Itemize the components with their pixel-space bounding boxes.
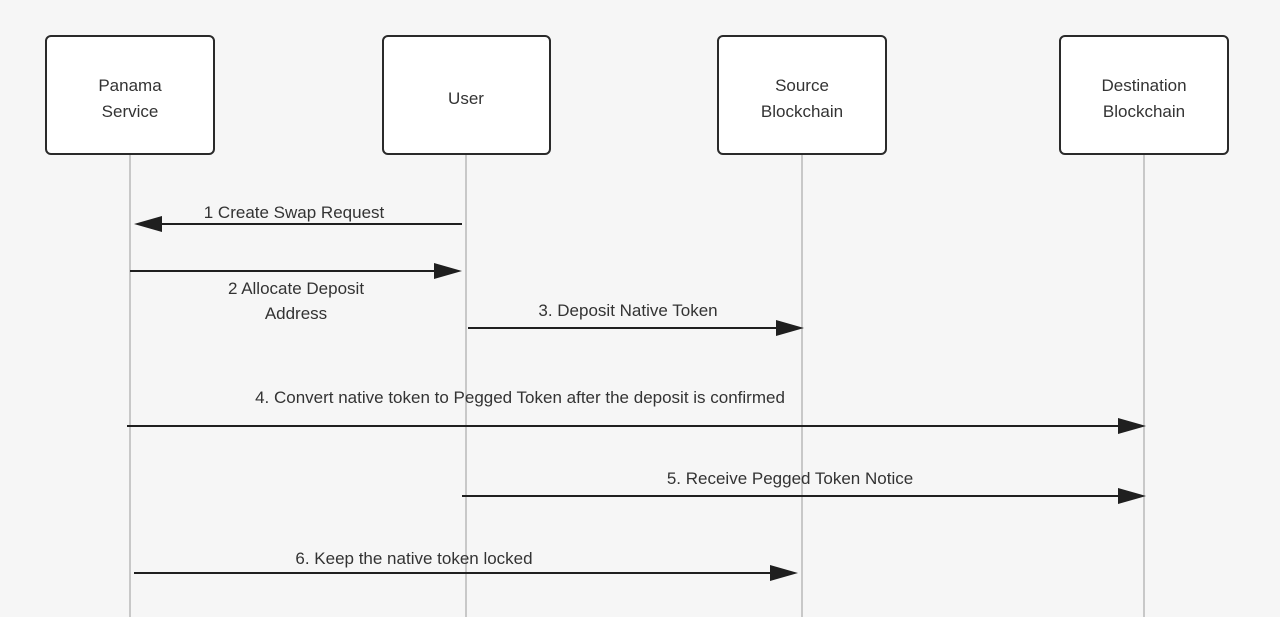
- participant-panama-service: Panama Service: [45, 35, 215, 155]
- message-3-deposit-native-token: 3. Deposit Native Token: [468, 301, 804, 336]
- message-label: 3. Deposit Native Token: [538, 301, 717, 320]
- participant-destination-blockchain: Destination Blockchain: [1059, 35, 1229, 155]
- arrowhead-icon: [776, 320, 804, 336]
- arrowhead-icon: [434, 263, 462, 279]
- message-label: 5. Receive Pegged Token Notice: [667, 469, 913, 488]
- arrowhead-icon: [134, 216, 162, 232]
- message-label: 4. Convert native token to Pegged Token …: [255, 388, 785, 407]
- participant-label: Destination: [1101, 76, 1186, 95]
- message-label: 1 Create Swap Request: [204, 203, 385, 222]
- participant-label: Blockchain: [761, 102, 843, 121]
- message-5-receive-pegged-token-notice: 5. Receive Pegged Token Notice: [462, 469, 1146, 504]
- message-6-keep-native-token-locked: 6. Keep the native token locked: [134, 549, 798, 581]
- message-2-allocate-deposit-address: 2 Allocate Deposit Address: [130, 263, 462, 323]
- message-1-create-swap-request: 1 Create Swap Request: [134, 203, 462, 232]
- participant-source-blockchain: Source Blockchain: [717, 35, 887, 155]
- participant-label: Service: [102, 102, 159, 121]
- message-4-convert-native-token: 4. Convert native token to Pegged Token …: [127, 388, 1146, 434]
- participant-label: Source: [775, 76, 829, 95]
- participant-user: User: [382, 35, 551, 155]
- message-label: 6. Keep the native token locked: [295, 549, 532, 568]
- message-label: Address: [265, 304, 327, 323]
- arrowhead-icon: [1118, 488, 1146, 504]
- participant-label: Blockchain: [1103, 102, 1185, 121]
- arrowhead-icon: [1118, 418, 1146, 434]
- participant-label: User: [448, 89, 484, 108]
- message-label: 2 Allocate Deposit: [228, 279, 364, 298]
- arrowhead-icon: [770, 565, 798, 581]
- participant-label: Panama: [98, 76, 162, 95]
